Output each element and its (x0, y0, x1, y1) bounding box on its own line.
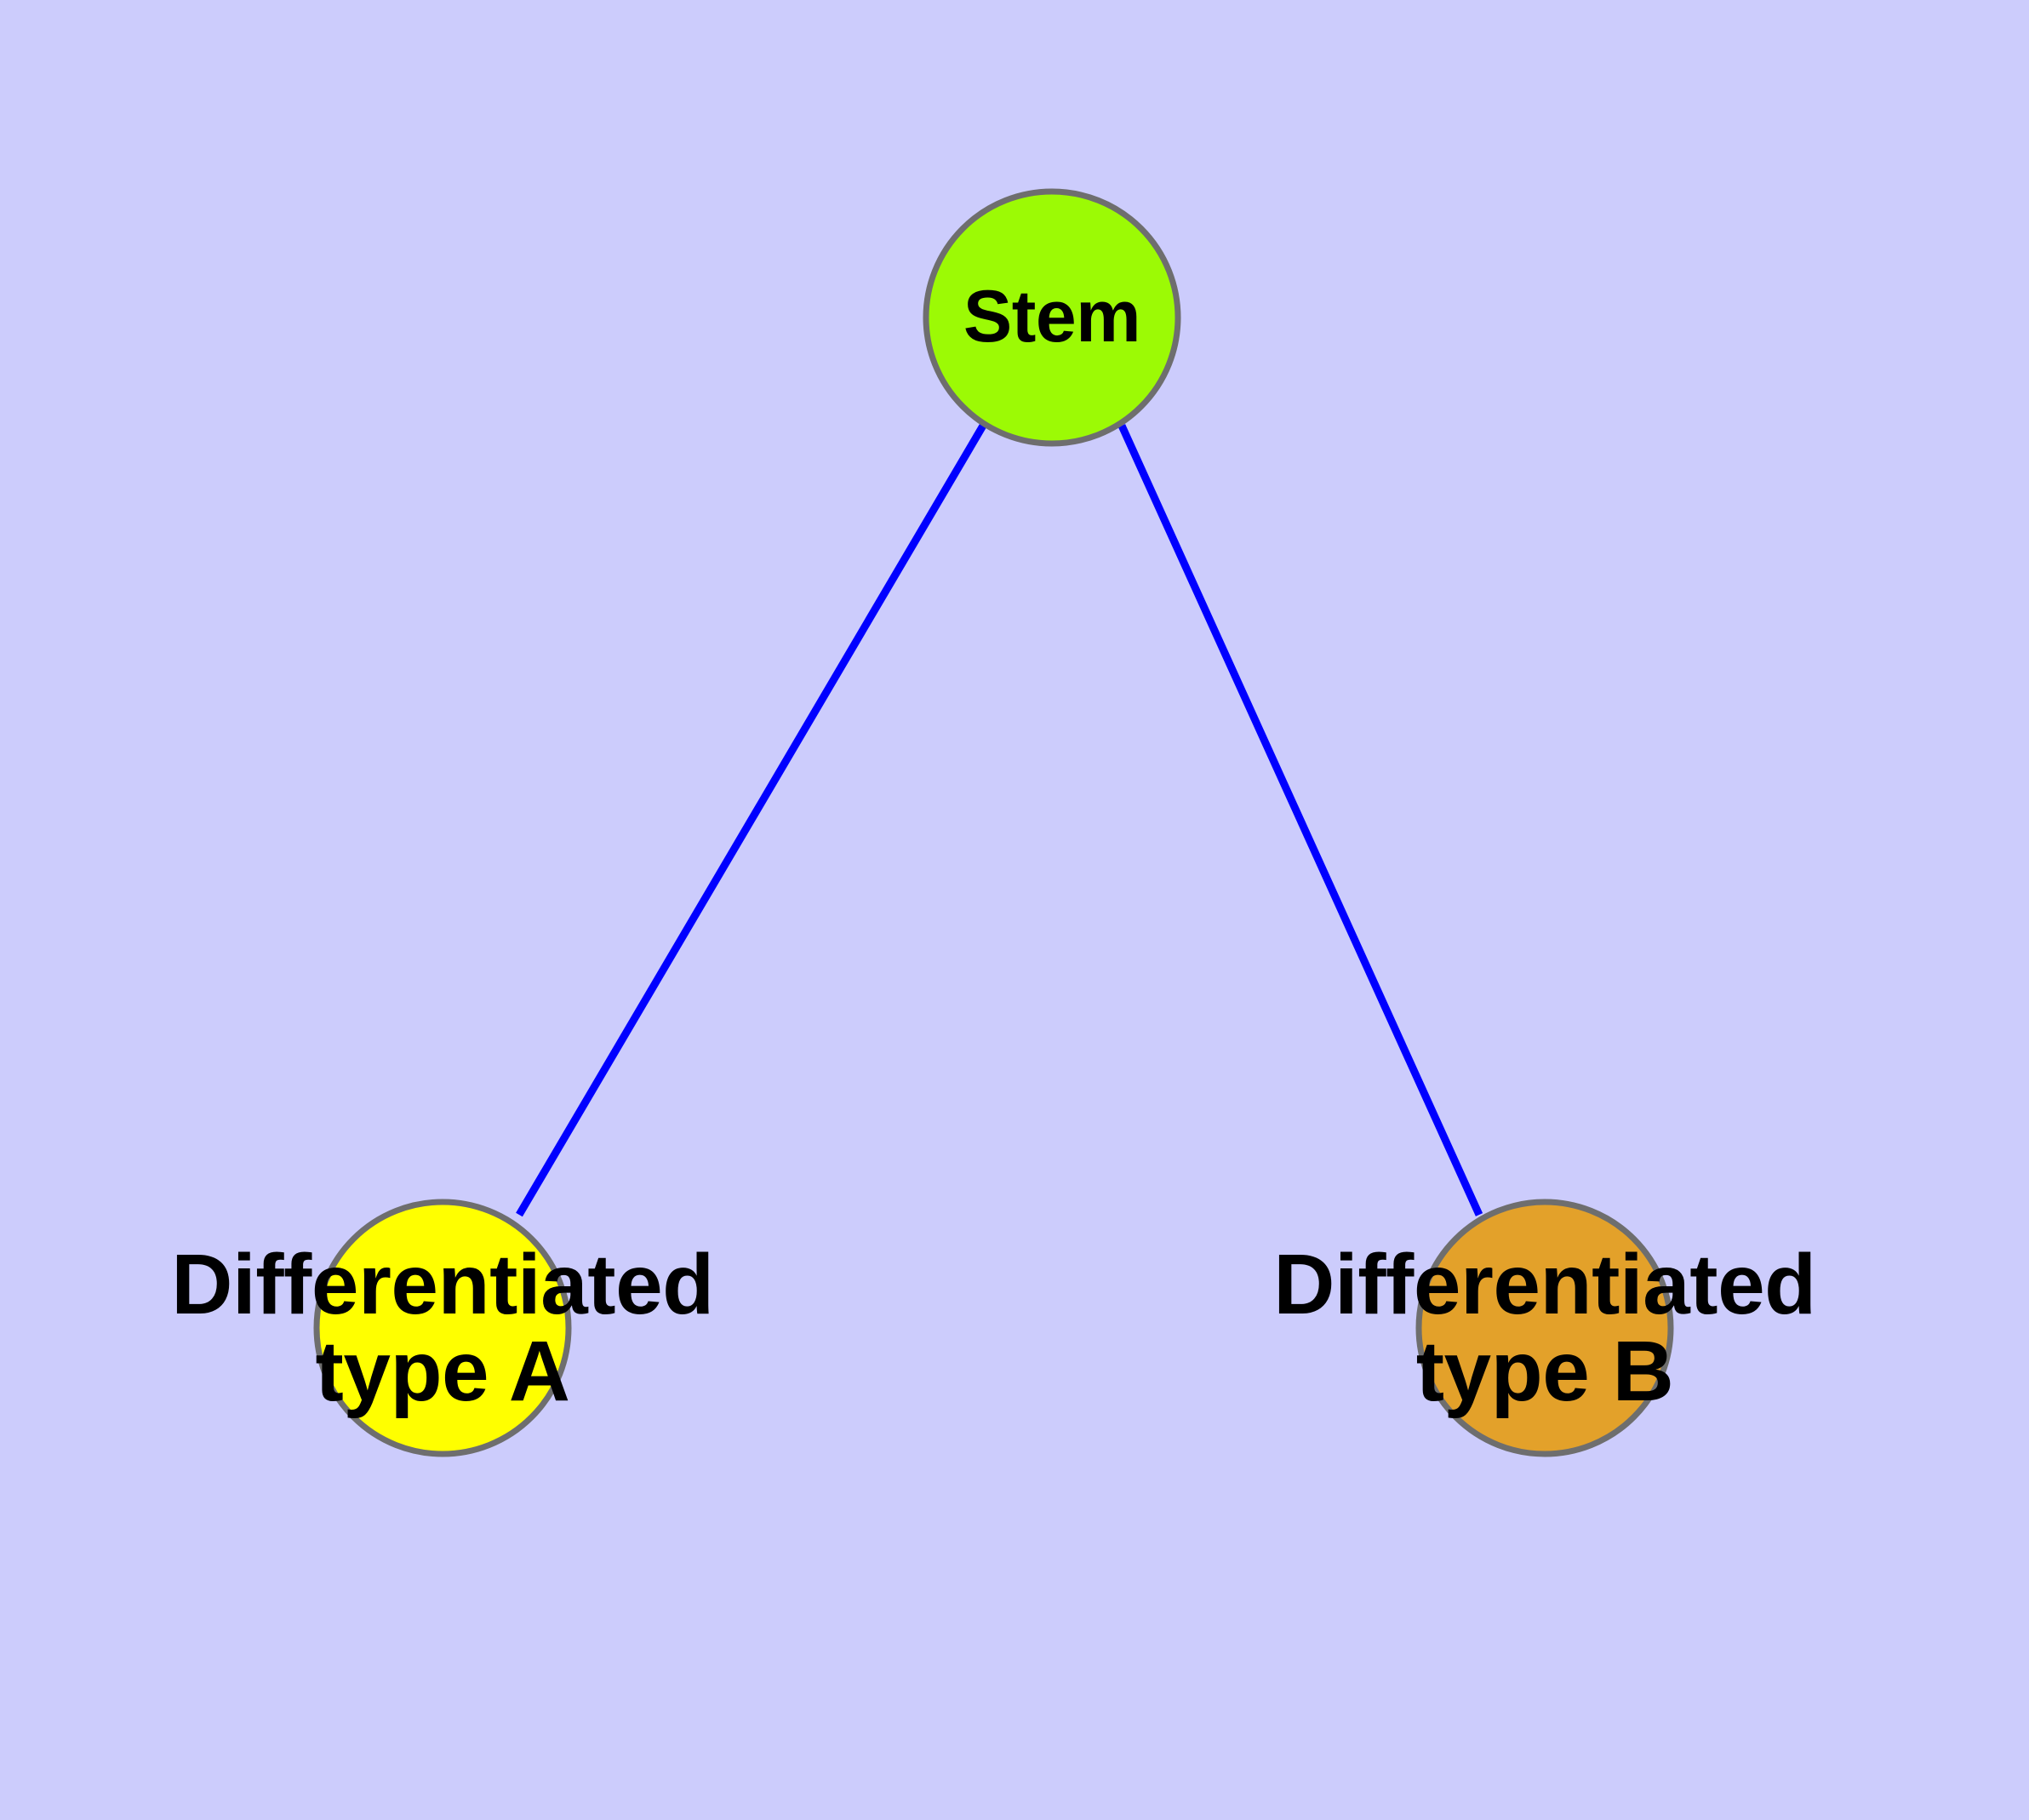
node-circle-diff_b[interactable] (1415, 1199, 1674, 1457)
node-circle-stem[interactable] (923, 188, 1181, 447)
edge-stem-diff-a[interactable] (516, 423, 986, 1217)
edge-layer (516, 423, 1483, 1217)
node-layer (313, 188, 1674, 1457)
edge-stem-diff-b[interactable] (1117, 424, 1483, 1216)
node-circle-diff_a[interactable] (313, 1199, 572, 1457)
